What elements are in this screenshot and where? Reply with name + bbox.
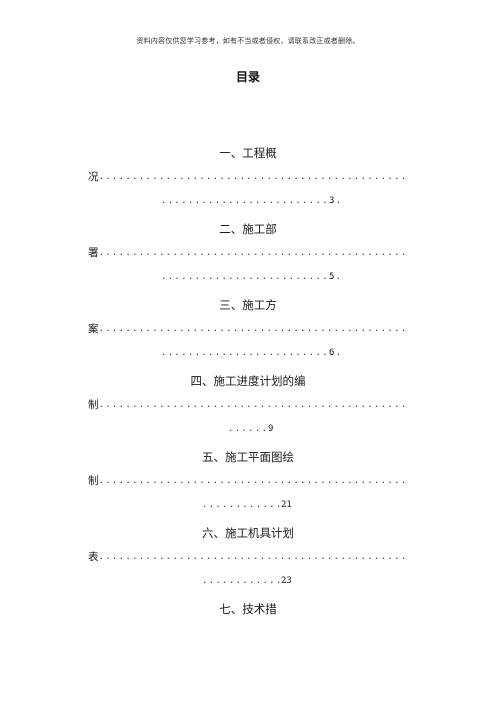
toc-entry-page-line: ............. 21: [88, 493, 408, 517]
toc-entry-lead-line: 况 ......................................…: [88, 165, 408, 189]
dot-leader: ........................................…: [98, 476, 409, 486]
toc-entry-heading-end: 署: [88, 247, 99, 259]
toc-entry-heading: 三、施工方: [219, 298, 277, 312]
dot-leader: ...........................: [161, 196, 343, 206]
disclaimer-text: 资料内容仅供您学习参考，如有不当或者侵权，请联系改正或者删除。: [136, 37, 360, 45]
toc-entry-heading: 七、技术措: [219, 602, 277, 616]
toc-page-number: 9: [268, 424, 274, 434]
dot-leader: ........................................…: [98, 172, 409, 182]
toc-entry-heading: 六、施工机具计划: [202, 526, 294, 540]
toc-entry-heading: 二、施工部: [219, 222, 277, 236]
toc-entry-heading-end: 制: [88, 475, 99, 487]
toc-page-number: 6: [329, 348, 335, 358]
toc-entry-lead-line: 表 ......................................…: [88, 545, 408, 569]
toc-entry-page-line: ........................... 6: [88, 341, 408, 365]
page-title: 目录: [235, 70, 260, 84]
toc-page-number: 3: [329, 196, 335, 206]
dot-leader: .......: [228, 424, 276, 434]
toc-page-number: 21: [281, 500, 292, 510]
dot-leader: ...........................: [161, 272, 343, 282]
toc-entry-lead-line: 制 ......................................…: [88, 469, 408, 493]
toc-page-number: 5: [329, 272, 335, 282]
toc-entry-heading: 四、施工进度计划的编: [190, 374, 306, 388]
toc-entry-heading-end: 制: [88, 399, 99, 411]
toc-entry-2[interactable]: 二、施工部 署 ................................…: [88, 217, 408, 289]
toc-entry-page-line: ............. 23: [88, 569, 408, 593]
dot-leader: ........................................…: [98, 552, 409, 562]
dot-leader: .............: [202, 500, 290, 510]
toc-entry-lead-line: 署 ......................................…: [88, 241, 408, 265]
toc-entry-lead-line: 制 ......................................…: [88, 393, 408, 417]
toc-entry-heading-end: 案: [88, 323, 99, 335]
toc-entry-6[interactable]: 六、施工机具计划 表 .............................…: [88, 521, 408, 593]
toc-entry-3[interactable]: 三、施工方 案 ................................…: [88, 293, 408, 365]
toc-entry-1[interactable]: 一、工程概 况 ................................…: [88, 141, 408, 213]
toc-page-number: 23: [281, 576, 292, 586]
toc-entry-heading-end: 表: [88, 551, 99, 563]
toc-entry-7[interactable]: 七、技术措: [88, 597, 408, 621]
dot-leader: .............: [202, 576, 290, 586]
dot-leader: ........................................…: [98, 324, 409, 334]
dot-leader: ........................................…: [98, 400, 409, 410]
toc-entry-heading: 一、工程概: [219, 146, 277, 160]
toc-entry-lead-line: 案 ......................................…: [88, 317, 408, 341]
toc-entry-page-line: ........................... 5: [88, 265, 408, 289]
toc-entry-page-line: ........................... 3: [88, 189, 408, 213]
toc-entry-5[interactable]: 五、施工平面图绘 制 .............................…: [88, 445, 408, 517]
dot-leader: ........................................…: [98, 248, 409, 258]
toc-entry-4[interactable]: 四、施工进度计划的编 制 ...........................…: [88, 369, 408, 441]
toc-entry-heading-end: 况: [88, 171, 99, 183]
dot-leader: ...........................: [161, 348, 343, 358]
toc-entry-page-line: ....... 9: [88, 417, 408, 441]
toc-entry-heading: 五、施工平面图绘: [202, 450, 294, 464]
